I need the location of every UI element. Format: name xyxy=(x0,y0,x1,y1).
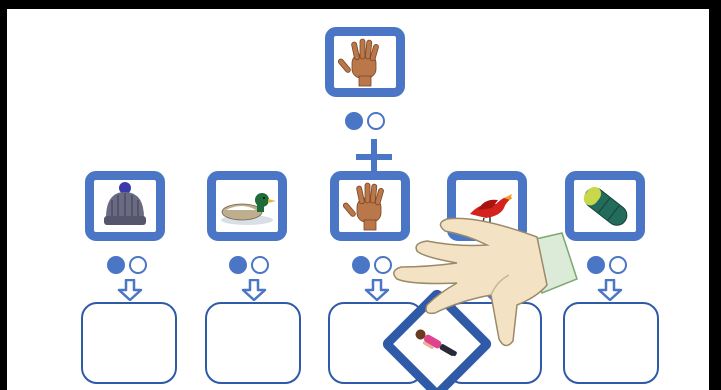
dot-empty xyxy=(367,112,385,130)
dot-filled xyxy=(229,256,247,274)
dot-filled xyxy=(587,256,605,274)
dot-filled xyxy=(107,256,125,274)
answer-slot-5[interactable] xyxy=(563,302,659,384)
target-card xyxy=(325,27,405,97)
option-card-2[interactable] xyxy=(207,171,287,241)
plus-icon xyxy=(356,139,392,175)
option-card-3[interactable] xyxy=(330,171,410,241)
answer-slot-1[interactable] xyxy=(81,302,177,384)
arrow-down-icon xyxy=(597,279,623,301)
option-1-dots xyxy=(107,256,149,276)
dot-empty xyxy=(609,256,627,274)
answer-slot-2[interactable] xyxy=(205,302,301,384)
option-5-dots xyxy=(587,256,629,276)
arrow-down-icon xyxy=(117,279,143,301)
arrow-down-icon xyxy=(364,279,390,301)
duck-icon xyxy=(221,193,276,225)
option-card-5[interactable] xyxy=(565,171,645,241)
dot-filled xyxy=(345,112,363,130)
game-board xyxy=(7,9,709,390)
dot-empty xyxy=(251,256,269,274)
dot-empty xyxy=(374,256,392,274)
arrow-down-icon xyxy=(241,279,267,301)
option-card-1[interactable] xyxy=(85,171,165,241)
hand-icon xyxy=(342,182,384,231)
dot-filled xyxy=(352,256,370,274)
sleeping-bag-icon xyxy=(583,186,628,226)
option-2-dots xyxy=(229,256,271,276)
dragged-card[interactable] xyxy=(380,287,494,390)
beanie-hat-icon xyxy=(104,182,146,225)
dot-empty xyxy=(129,256,147,274)
person-lying-icon xyxy=(415,329,457,356)
target-dots xyxy=(345,112,387,132)
hand-icon xyxy=(337,38,379,87)
grabbing-hand-cursor-icon xyxy=(393,217,578,347)
option-3-dots xyxy=(352,256,394,276)
